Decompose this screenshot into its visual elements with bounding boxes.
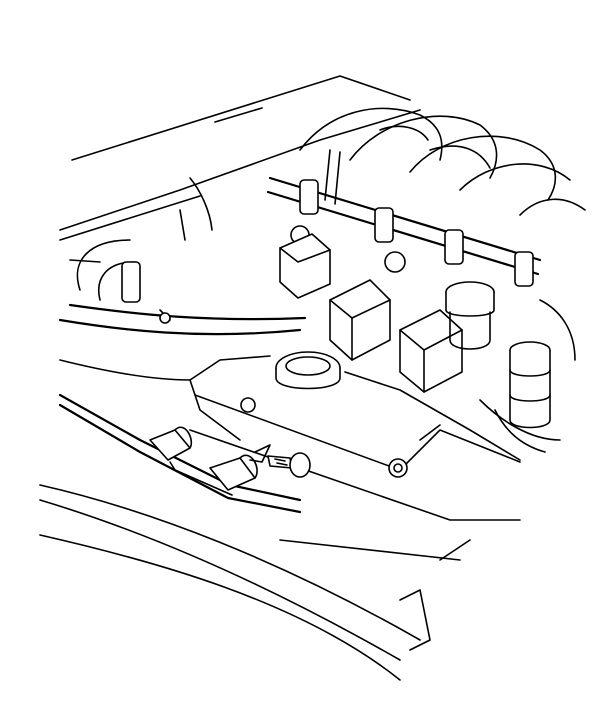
- left-hoses: [58, 177, 307, 381]
- right-engine-components: [479, 299, 576, 453]
- mounting-bolt: [267, 452, 311, 478]
- coolant-reservoir-cap: [275, 351, 341, 390]
- intake-manifold-runners: [299, 107, 586, 216]
- ignition-coil-packs: [279, 233, 463, 393]
- oil-filler-cap: [445, 281, 495, 350]
- hood-edge: [59, 75, 421, 241]
- hose-clamp-bracket: [58, 393, 302, 514]
- reservoir-tank: [189, 355, 521, 521]
- fender-line: [39, 484, 471, 681]
- fuel-injectors: [290, 179, 534, 287]
